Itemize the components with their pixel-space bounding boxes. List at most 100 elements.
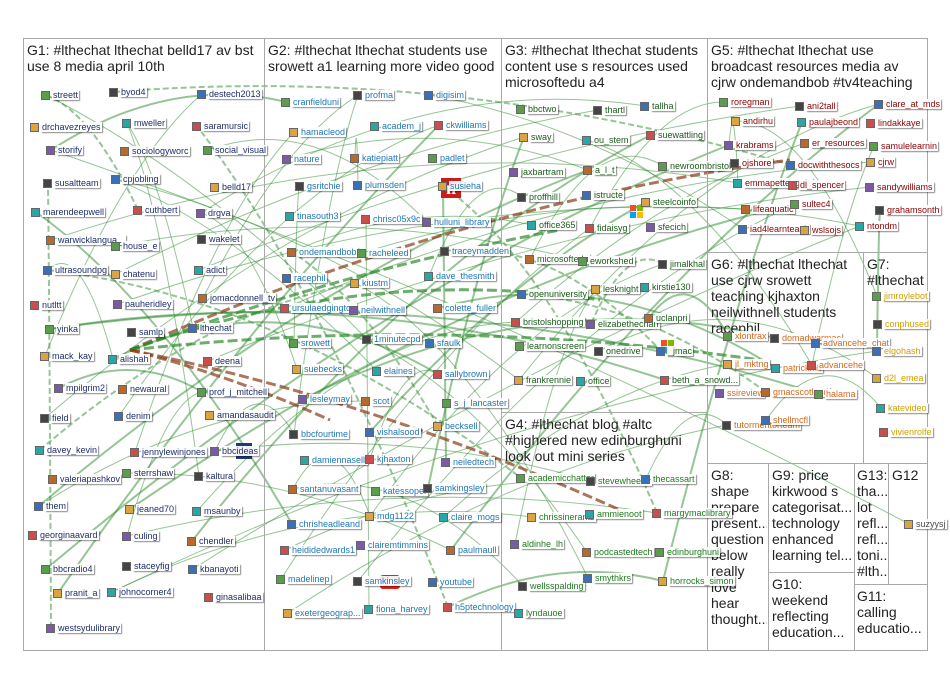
node-sallybrown[interactable]: sallybrown bbox=[433, 369, 489, 379]
node-smythkrs[interactable]: smythkrs bbox=[583, 573, 632, 583]
node-amandasaudit[interactable]: amandasaudit bbox=[205, 410, 275, 420]
node-newaural[interactable]: newaural bbox=[118, 384, 168, 394]
node-destech2013[interactable]: destech2013 bbox=[197, 89, 262, 99]
node-xlontrax[interactable]: xlontrax bbox=[723, 331, 768, 341]
node-wakelet[interactable]: wakelet bbox=[197, 234, 241, 244]
node-youtube[interactable]: youtube bbox=[428, 577, 474, 587]
node-ou-stem[interactable]: ou_stem bbox=[582, 135, 630, 145]
node-santanuvasant[interactable]: santanuvasant bbox=[288, 484, 360, 494]
node-bristolshopping[interactable]: bristolshopping bbox=[511, 317, 585, 327]
node-lthechat[interactable]: lthechat bbox=[188, 323, 233, 333]
node-kbanayoti[interactable]: kbanayoti bbox=[188, 564, 240, 574]
node-denim[interactable]: denim bbox=[114, 411, 152, 421]
node-johnocorner4[interactable]: johnocorner4 bbox=[107, 587, 173, 597]
node-sterrshaw[interactable]: sterrshaw bbox=[122, 468, 175, 478]
node-samkingsley[interactable]: samkingsley bbox=[423, 483, 486, 493]
node-katessoper[interactable]: katessoper bbox=[371, 486, 429, 496]
node-lyndauoe[interactable]: lyndauoe bbox=[514, 608, 564, 618]
node-chrissinerantz[interactable]: chrissinerantz bbox=[527, 512, 596, 522]
node-westsydulibrary[interactable]: westsydulibrary bbox=[46, 623, 122, 633]
node-thecassart[interactable]: thecassart bbox=[641, 474, 696, 484]
node-roregman[interactable]: roregman bbox=[719, 97, 771, 107]
node-katiepiatt[interactable]: katiepiatt bbox=[350, 153, 400, 163]
node-madelinep[interactable]: madelinep bbox=[276, 574, 331, 584]
node-academicchatter[interactable]: academicchatter bbox=[516, 473, 596, 483]
node-plumsden[interactable]: plumsden bbox=[353, 180, 406, 190]
node-heididedwards1[interactable]: heididedwards1 bbox=[280, 545, 357, 555]
node-ckwilliams[interactable]: ckwilliams bbox=[434, 120, 488, 130]
node-ntondm[interactable]: ntondm bbox=[855, 221, 899, 231]
node-onedrive[interactable]: onedrive bbox=[594, 346, 642, 356]
node-house-e[interactable]: house_e bbox=[111, 241, 159, 251]
node-ani2tall[interactable]: ani2tall bbox=[795, 101, 837, 111]
node-kiustm[interactable]: kiustm bbox=[350, 278, 390, 288]
node-grahamsonth[interactable]: grahamsonth bbox=[875, 205, 941, 215]
node-streett[interactable]: streett bbox=[41, 90, 80, 100]
node-samlp[interactable]: samlp bbox=[127, 327, 165, 337]
node-stevewheeler[interactable]: stevewheeler bbox=[586, 476, 653, 486]
node-valeriapashkov[interactable]: valeriapashkov bbox=[48, 474, 122, 484]
node-culing[interactable]: culing bbox=[122, 531, 159, 541]
node-jennylewinjones[interactable]: jennylewinjones bbox=[130, 447, 207, 457]
node-advancehe-chat[interactable]: advancehe_chat bbox=[811, 338, 891, 348]
node-wslsojs[interactable]: wslsojs bbox=[800, 225, 843, 235]
node-kjhaxton[interactable]: kjhaxton bbox=[365, 454, 412, 464]
node-georginaavard[interactable]: georginaavard bbox=[28, 530, 99, 540]
node-ursulaedgington[interactable]: ursulaedgington bbox=[280, 303, 358, 313]
node-yinka[interactable]: yinka bbox=[45, 324, 80, 334]
node-adict[interactable]: adict bbox=[194, 265, 227, 275]
node-susieha[interactable]: susieha bbox=[438, 181, 483, 191]
node-d2l-emea[interactable]: d2l_emea bbox=[872, 373, 925, 383]
node-conphused[interactable]: conphused bbox=[873, 319, 931, 329]
node-samkinsley[interactable]: samkinsley bbox=[353, 576, 411, 586]
node-pauheridley[interactable]: pauheridley bbox=[113, 299, 173, 309]
node-jomacdonnell-tv[interactable]: jomacdonnell_tv bbox=[198, 293, 277, 303]
node-suewattling[interactable]: suewattling bbox=[646, 130, 705, 140]
node-ginasalibaa[interactable]: ginasalibaa bbox=[204, 592, 263, 602]
node-aldinhe-lh[interactable]: aldinhe_lh bbox=[510, 539, 565, 549]
node-scot[interactable]: scot bbox=[361, 396, 391, 406]
node-exetergeograp-[interactable]: exetergeograp... bbox=[283, 608, 362, 618]
node-patrickmb[interactable]: patrickmb bbox=[771, 363, 824, 373]
node-clairemtimmins[interactable]: clairemtimmins bbox=[356, 540, 430, 550]
node-suzyysj[interactable]: suzyysj bbox=[904, 519, 947, 529]
node-nature[interactable]: nature bbox=[282, 154, 321, 164]
node-pranit-a[interactable]: pranit_a bbox=[53, 588, 99, 598]
node-colette-fuller[interactable]: colette_fuller bbox=[433, 303, 498, 313]
node-fidaisyg[interactable]: fidaisyg bbox=[585, 223, 629, 233]
node-sfecich[interactable]: sfecich bbox=[646, 222, 688, 232]
node-ammienoot[interactable]: ammienoot bbox=[585, 509, 643, 519]
node-traceymadden[interactable]: traceymadden bbox=[440, 246, 511, 256]
node-krabrams[interactable]: krabrams bbox=[724, 140, 775, 150]
node-ojshore[interactable]: ojshore bbox=[730, 158, 773, 168]
node-hulluni-library[interactable]: hulluni_library bbox=[422, 217, 491, 227]
node-lesleymay[interactable]: lesleymay bbox=[298, 394, 352, 404]
node-katevideo[interactable]: katevideo bbox=[876, 403, 928, 413]
node-vivienrolfe[interactable]: vivienrolfe bbox=[879, 427, 933, 437]
node-sway[interactable]: sway bbox=[519, 132, 553, 142]
node-lindakkaye[interactable]: lindakkaye bbox=[866, 118, 922, 128]
node-jimalkhal[interactable]: jimalkhal bbox=[658, 259, 707, 269]
node-openuniversity[interactable]: openuniversity bbox=[517, 289, 589, 299]
node-edinburghuni[interactable]: edinburghuni bbox=[655, 547, 721, 557]
node-a-l-t[interactable]: a_l_t bbox=[583, 165, 616, 175]
node-mdg1122[interactable]: mdg1122 bbox=[365, 511, 415, 521]
node-prof-j-mitchell[interactable]: prof_j_mitchell bbox=[197, 387, 269, 397]
node-warwicklangua-[interactable]: warwicklangua... bbox=[46, 235, 126, 245]
node-paulajbeond[interactable]: paulajbeond bbox=[797, 117, 860, 127]
node-drchavezreyes[interactable]: drchavezreyes bbox=[30, 122, 102, 132]
node-uclanpri[interactable]: uclanpri bbox=[644, 313, 689, 323]
node-eworkshed[interactable]: eworkshed bbox=[578, 256, 635, 266]
node-jl-mktng[interactable]: jl_mktng bbox=[723, 359, 770, 369]
node-emmapettengale[interactable]: emmapettengale bbox=[733, 178, 814, 188]
node-proffhill[interactable]: proffhill bbox=[517, 192, 559, 202]
node-wellsspalding[interactable]: wellsspalding bbox=[518, 581, 585, 591]
node-alishah[interactable]: alishah bbox=[108, 354, 150, 364]
node-tallha[interactable]: tallha bbox=[640, 101, 675, 111]
node-field[interactable]: field bbox=[40, 413, 70, 423]
node-deena[interactable]: deena bbox=[203, 356, 242, 366]
node-hamacleod[interactable]: hamacleod bbox=[289, 127, 347, 137]
node-chatenu[interactable]: chatenu bbox=[111, 269, 157, 279]
node-elaines[interactable]: elaines bbox=[372, 366, 414, 376]
node-1minutecpd[interactable]: 1minutecpd bbox=[362, 334, 422, 344]
